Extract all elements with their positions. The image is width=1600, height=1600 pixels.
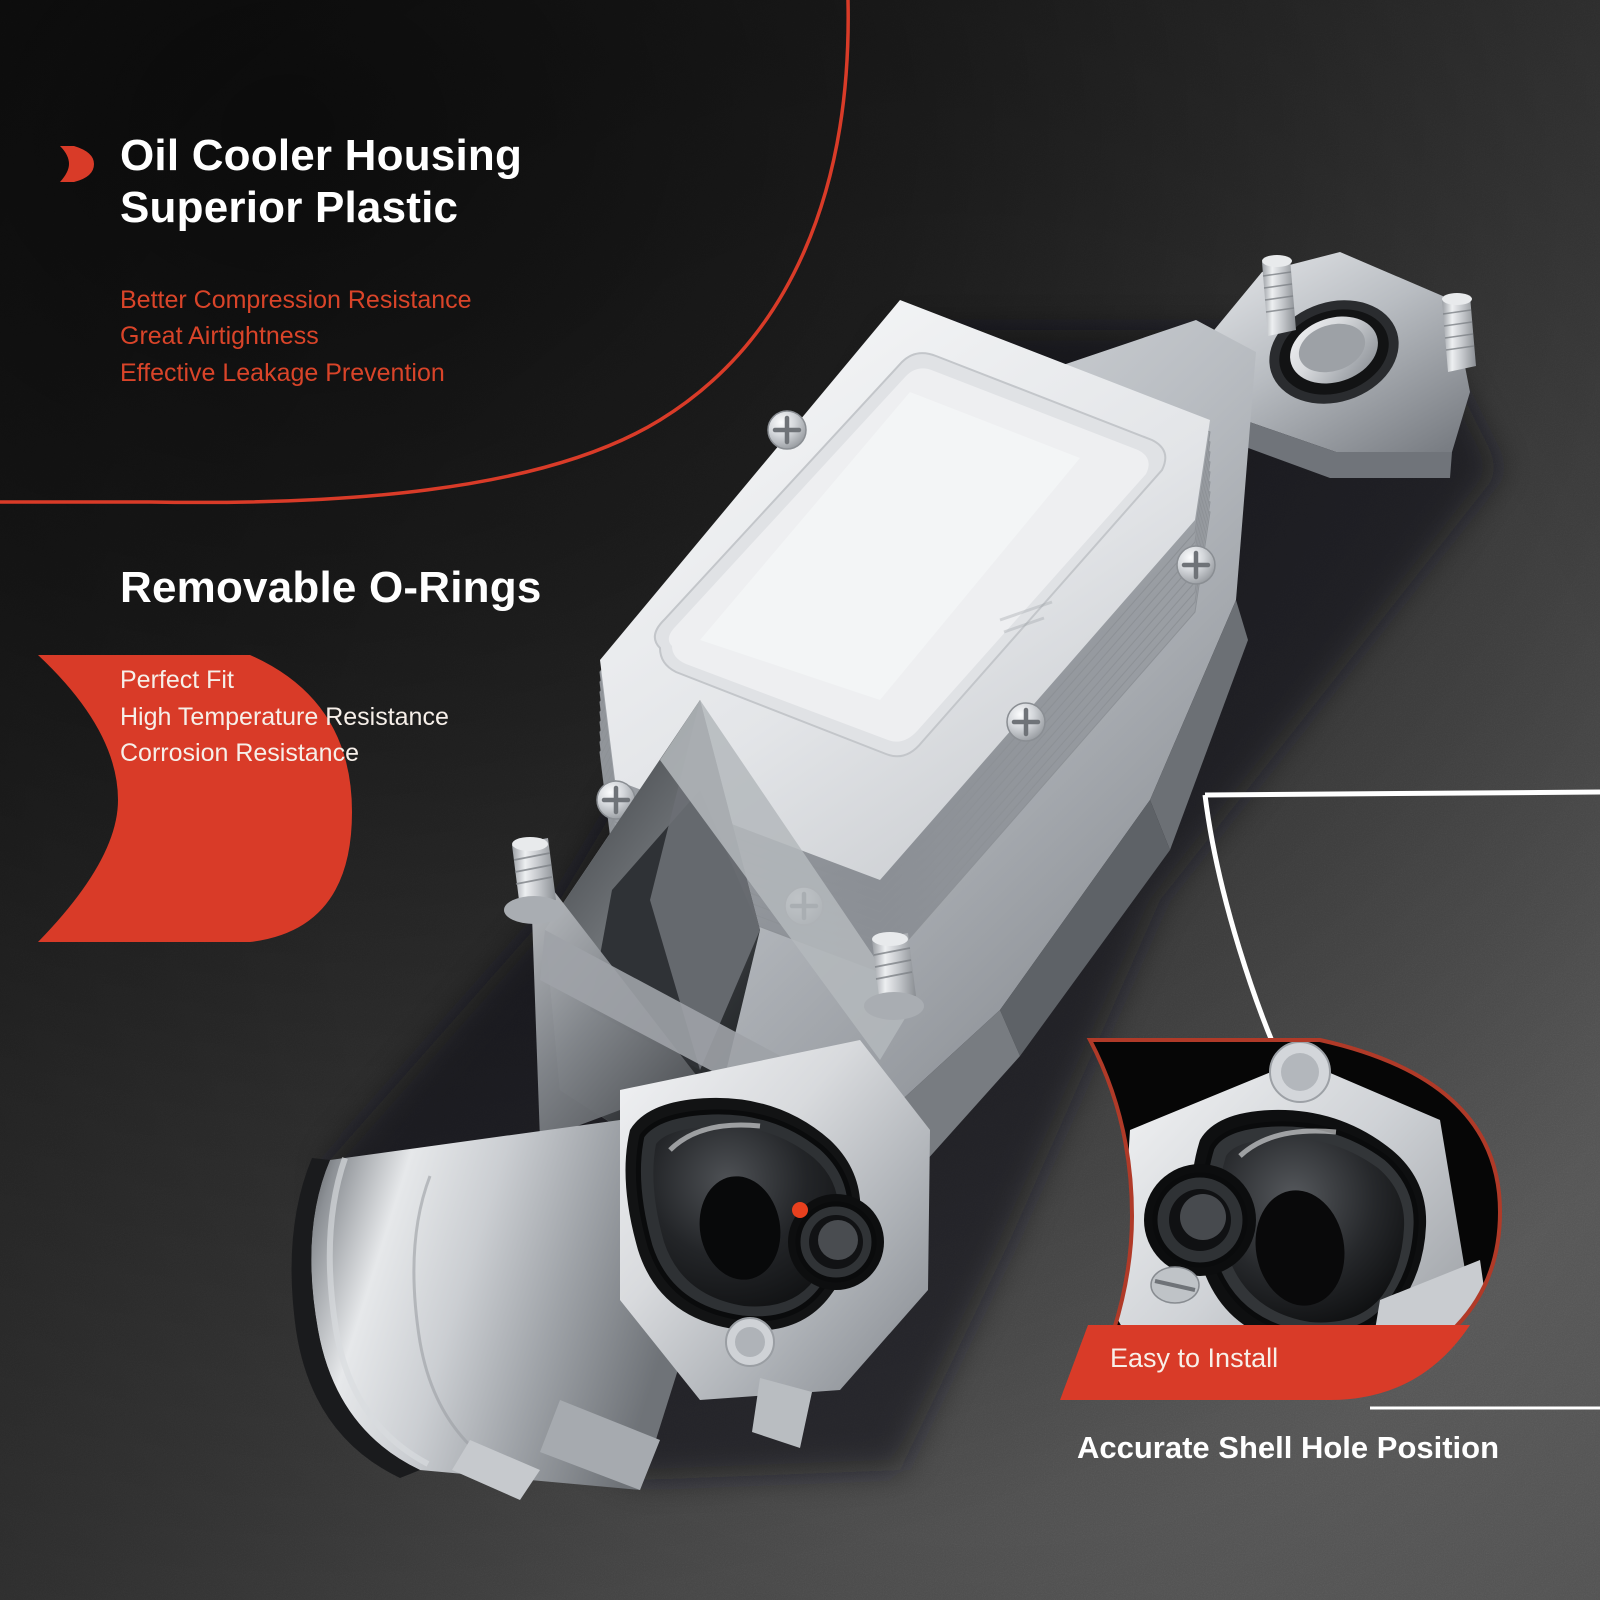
mounting-flange bbox=[1196, 252, 1476, 478]
phillips-head-screw bbox=[1176, 545, 1216, 585]
phillips-head-screw bbox=[1006, 702, 1046, 742]
page-title-o-rings: Removable O-Rings bbox=[120, 562, 542, 614]
red-dot-marker bbox=[792, 1202, 808, 1218]
feature-item: High Temperature Resistance bbox=[120, 702, 449, 731]
feature-list-oil-cooler: Better Compression Resistance Great Airt… bbox=[120, 282, 522, 392]
section-oil-cooler-housing: Oil Cooler Housing Superior Plastic Bett… bbox=[60, 130, 522, 392]
feature-item: Effective Leakage Prevention bbox=[120, 358, 445, 387]
feature-item: Perfect Fit bbox=[120, 666, 234, 694]
headline-line-1: Removable O-Rings bbox=[120, 563, 542, 612]
threaded-stud bbox=[1262, 255, 1296, 336]
headline-line-1: Oil Cooler Housing bbox=[120, 131, 523, 180]
outlet-stub bbox=[752, 1378, 812, 1448]
stacked-plate-oil-cooler bbox=[596, 300, 1216, 973]
feature-item: Better Compression Resistance bbox=[120, 285, 472, 314]
oil-filter-canister bbox=[291, 1120, 700, 1500]
feature-item: Corrosion Resistance bbox=[120, 739, 359, 767]
embossed-marking bbox=[999, 600, 1053, 634]
feature-item: Great Airtightness bbox=[120, 322, 319, 351]
threaded-stud bbox=[504, 837, 564, 924]
threaded-stud bbox=[864, 932, 924, 1020]
phillips-head-screw bbox=[767, 410, 807, 450]
page-title-oil-cooler: Oil Cooler Housing Superior Plastic bbox=[120, 130, 522, 234]
easy-install-label: Easy to Install bbox=[1110, 1343, 1279, 1373]
phillips-head-screw bbox=[596, 780, 636, 820]
slotted-screw bbox=[1139, 1074, 1181, 1106]
feature-list-o-rings: Perfect Fit High Temperature Resistance … bbox=[120, 662, 449, 772]
threaded-stud bbox=[1442, 293, 1476, 372]
red-leaf-bullet-icon bbox=[60, 146, 94, 182]
small-port-o-ring bbox=[788, 1194, 884, 1290]
section-removable-o-rings: Removable O-Rings Perfect Fit High Tempe… bbox=[120, 562, 542, 767]
headline-line-2: Superior Plastic bbox=[120, 182, 459, 232]
o-ring-sealed-port-face bbox=[620, 1040, 930, 1448]
accurate-shell-hole-position-label: Accurate Shell Hole Position bbox=[1077, 1430, 1500, 1465]
locating-boss bbox=[725, 1317, 775, 1367]
